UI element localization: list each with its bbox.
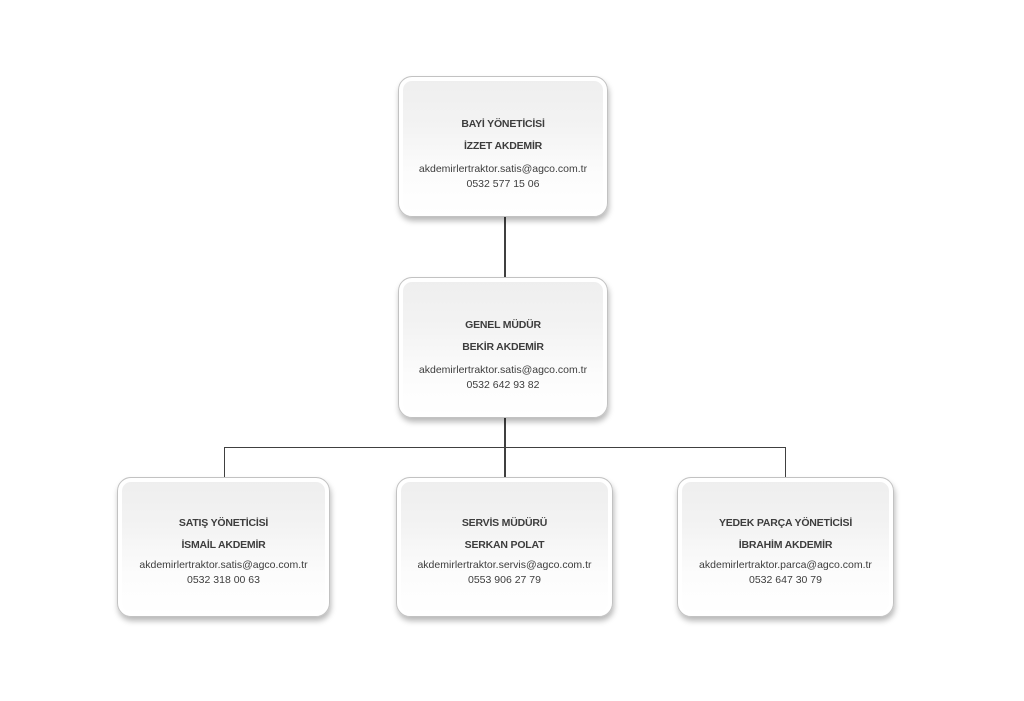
node-phone: 0532 647 30 79	[749, 574, 822, 586]
node-name: İZZET AKDEMİR	[463, 140, 543, 152]
connector-drop-satis	[224, 447, 225, 477]
org-node-bayi-yoneticisi[interactable]: BAYİ YÖNETİCİSİ İZZET AKDEMİR akdemirler…	[398, 76, 608, 217]
node-role: SERVİS MÜDÜRÜ	[461, 517, 548, 529]
node-email: akdemirlertraktor.servis@agco.com.tr	[417, 559, 592, 571]
node-email: akdemirlertraktor.satis@agco.com.tr	[418, 364, 588, 376]
connector-horizontal-bar	[224, 447, 786, 448]
node-name: İSMAİL AKDEMİR	[181, 539, 266, 551]
connector-bayi-genel	[504, 217, 506, 278]
org-node-servis-muduru[interactable]: SERVİS MÜDÜRÜ SERKAN POLAT akdemirlertra…	[396, 477, 613, 617]
org-node-satis-yoneticisi[interactable]: SATIŞ YÖNETİCİSİ İSMAİL AKDEMİR akdemirl…	[117, 477, 330, 617]
node-name: SERKAN POLAT	[464, 539, 545, 551]
org-node-genel-mudur[interactable]: GENEL MÜDÜR BEKİR AKDEMİR akdemirlertrak…	[398, 277, 608, 418]
node-role: GENEL MÜDÜR	[465, 319, 541, 331]
node-phone: 0532 577 15 06	[466, 178, 540, 190]
node-phone: 0532 318 00 63	[187, 574, 260, 586]
node-role: YEDEK PARÇA YÖNETİCİSİ	[718, 517, 853, 529]
node-phone: 0553 906 27 79	[468, 574, 541, 586]
node-email: akdemirlertraktor.satis@agco.com.tr	[418, 163, 588, 175]
org-node-yedek-parca-yoneticisi[interactable]: YEDEK PARÇA YÖNETİCİSİ İBRAHİM AKDEMİR a…	[677, 477, 894, 617]
connector-drop-yedek	[785, 447, 786, 477]
node-email: akdemirlertraktor.satis@agco.com.tr	[139, 559, 308, 571]
node-email: akdemirlertraktor.parca@agco.com.tr	[699, 559, 872, 571]
node-phone: 0532 642 93 82	[466, 379, 540, 391]
node-role: SATIŞ YÖNETİCİSİ	[178, 517, 269, 529]
node-name: İBRAHİM AKDEMİR	[738, 539, 833, 551]
node-role: BAYİ YÖNETİCİSİ	[461, 118, 545, 130]
node-name: BEKİR AKDEMİR	[462, 341, 544, 353]
